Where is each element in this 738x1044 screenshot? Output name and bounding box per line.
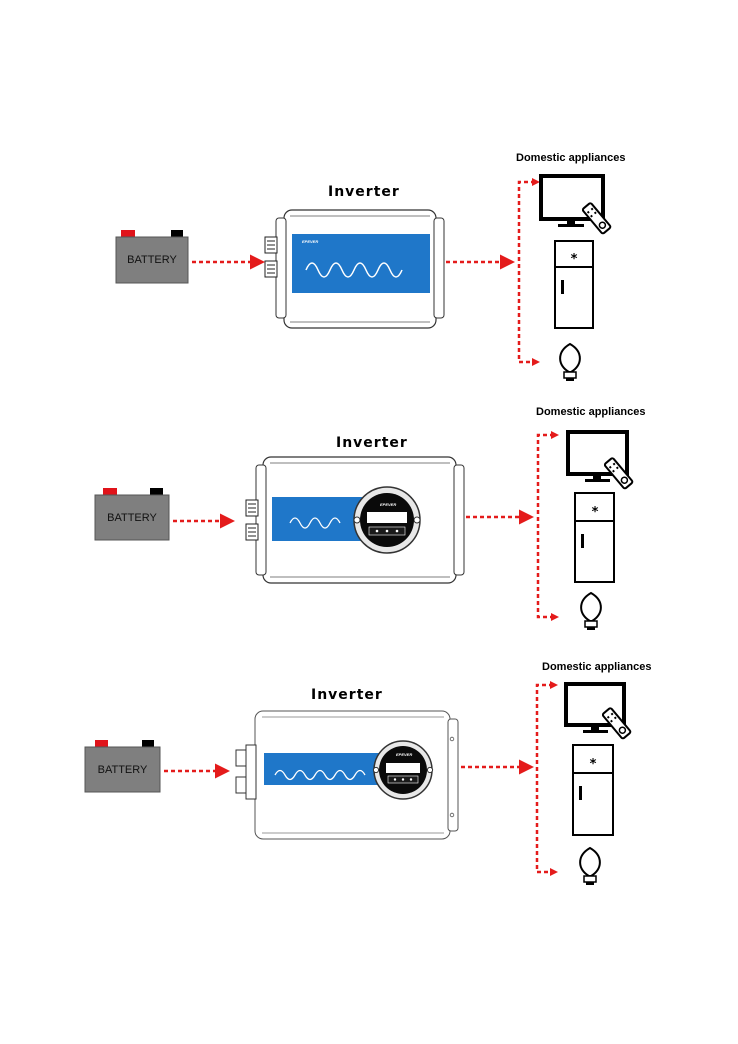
brand-logo: EPEVER xyxy=(380,502,396,507)
battery-label: BATTERY xyxy=(116,254,188,266)
battery-label: BATTERY xyxy=(85,764,160,776)
scene-3: * Inverter Domestic appliances BATTERY E… xyxy=(0,655,738,905)
appliances-label: Domestic appliances xyxy=(516,152,625,164)
fridge-icon: * xyxy=(555,241,593,328)
inverter-icon xyxy=(265,210,444,328)
fridge-icon: * xyxy=(575,493,614,582)
appliance-bracket xyxy=(519,182,535,362)
battery-label: BATTERY xyxy=(95,512,169,524)
appliance-bracket xyxy=(538,435,554,617)
appliances-label: Domestic appliances xyxy=(542,661,651,673)
fridge-icon: * xyxy=(573,745,613,835)
brand-logo: EPEVER xyxy=(302,239,318,244)
bulb-icon xyxy=(580,848,600,885)
appliance-bracket xyxy=(537,685,553,872)
scene-1-graphics: * xyxy=(0,140,738,390)
inverter-icon xyxy=(236,711,458,839)
scene-1: * Inverter Domestic appliances BATTERY E… xyxy=(0,140,738,390)
bulb-icon xyxy=(560,344,580,381)
inverter-label: Inverter xyxy=(328,184,400,200)
inverter-label: Inverter xyxy=(311,687,383,703)
scene-2: * Inverter Domestic appliances BATTERY E… xyxy=(0,395,738,645)
svg-text:*: * xyxy=(590,757,597,772)
appliances-label: Domestic appliances xyxy=(536,406,645,418)
inverter-icon xyxy=(246,457,464,583)
svg-text:*: * xyxy=(592,505,599,520)
svg-text:*: * xyxy=(571,252,578,267)
bulb-icon xyxy=(581,593,601,630)
brand-logo: EPEVER xyxy=(396,752,412,757)
inverter-label: Inverter xyxy=(336,435,408,451)
